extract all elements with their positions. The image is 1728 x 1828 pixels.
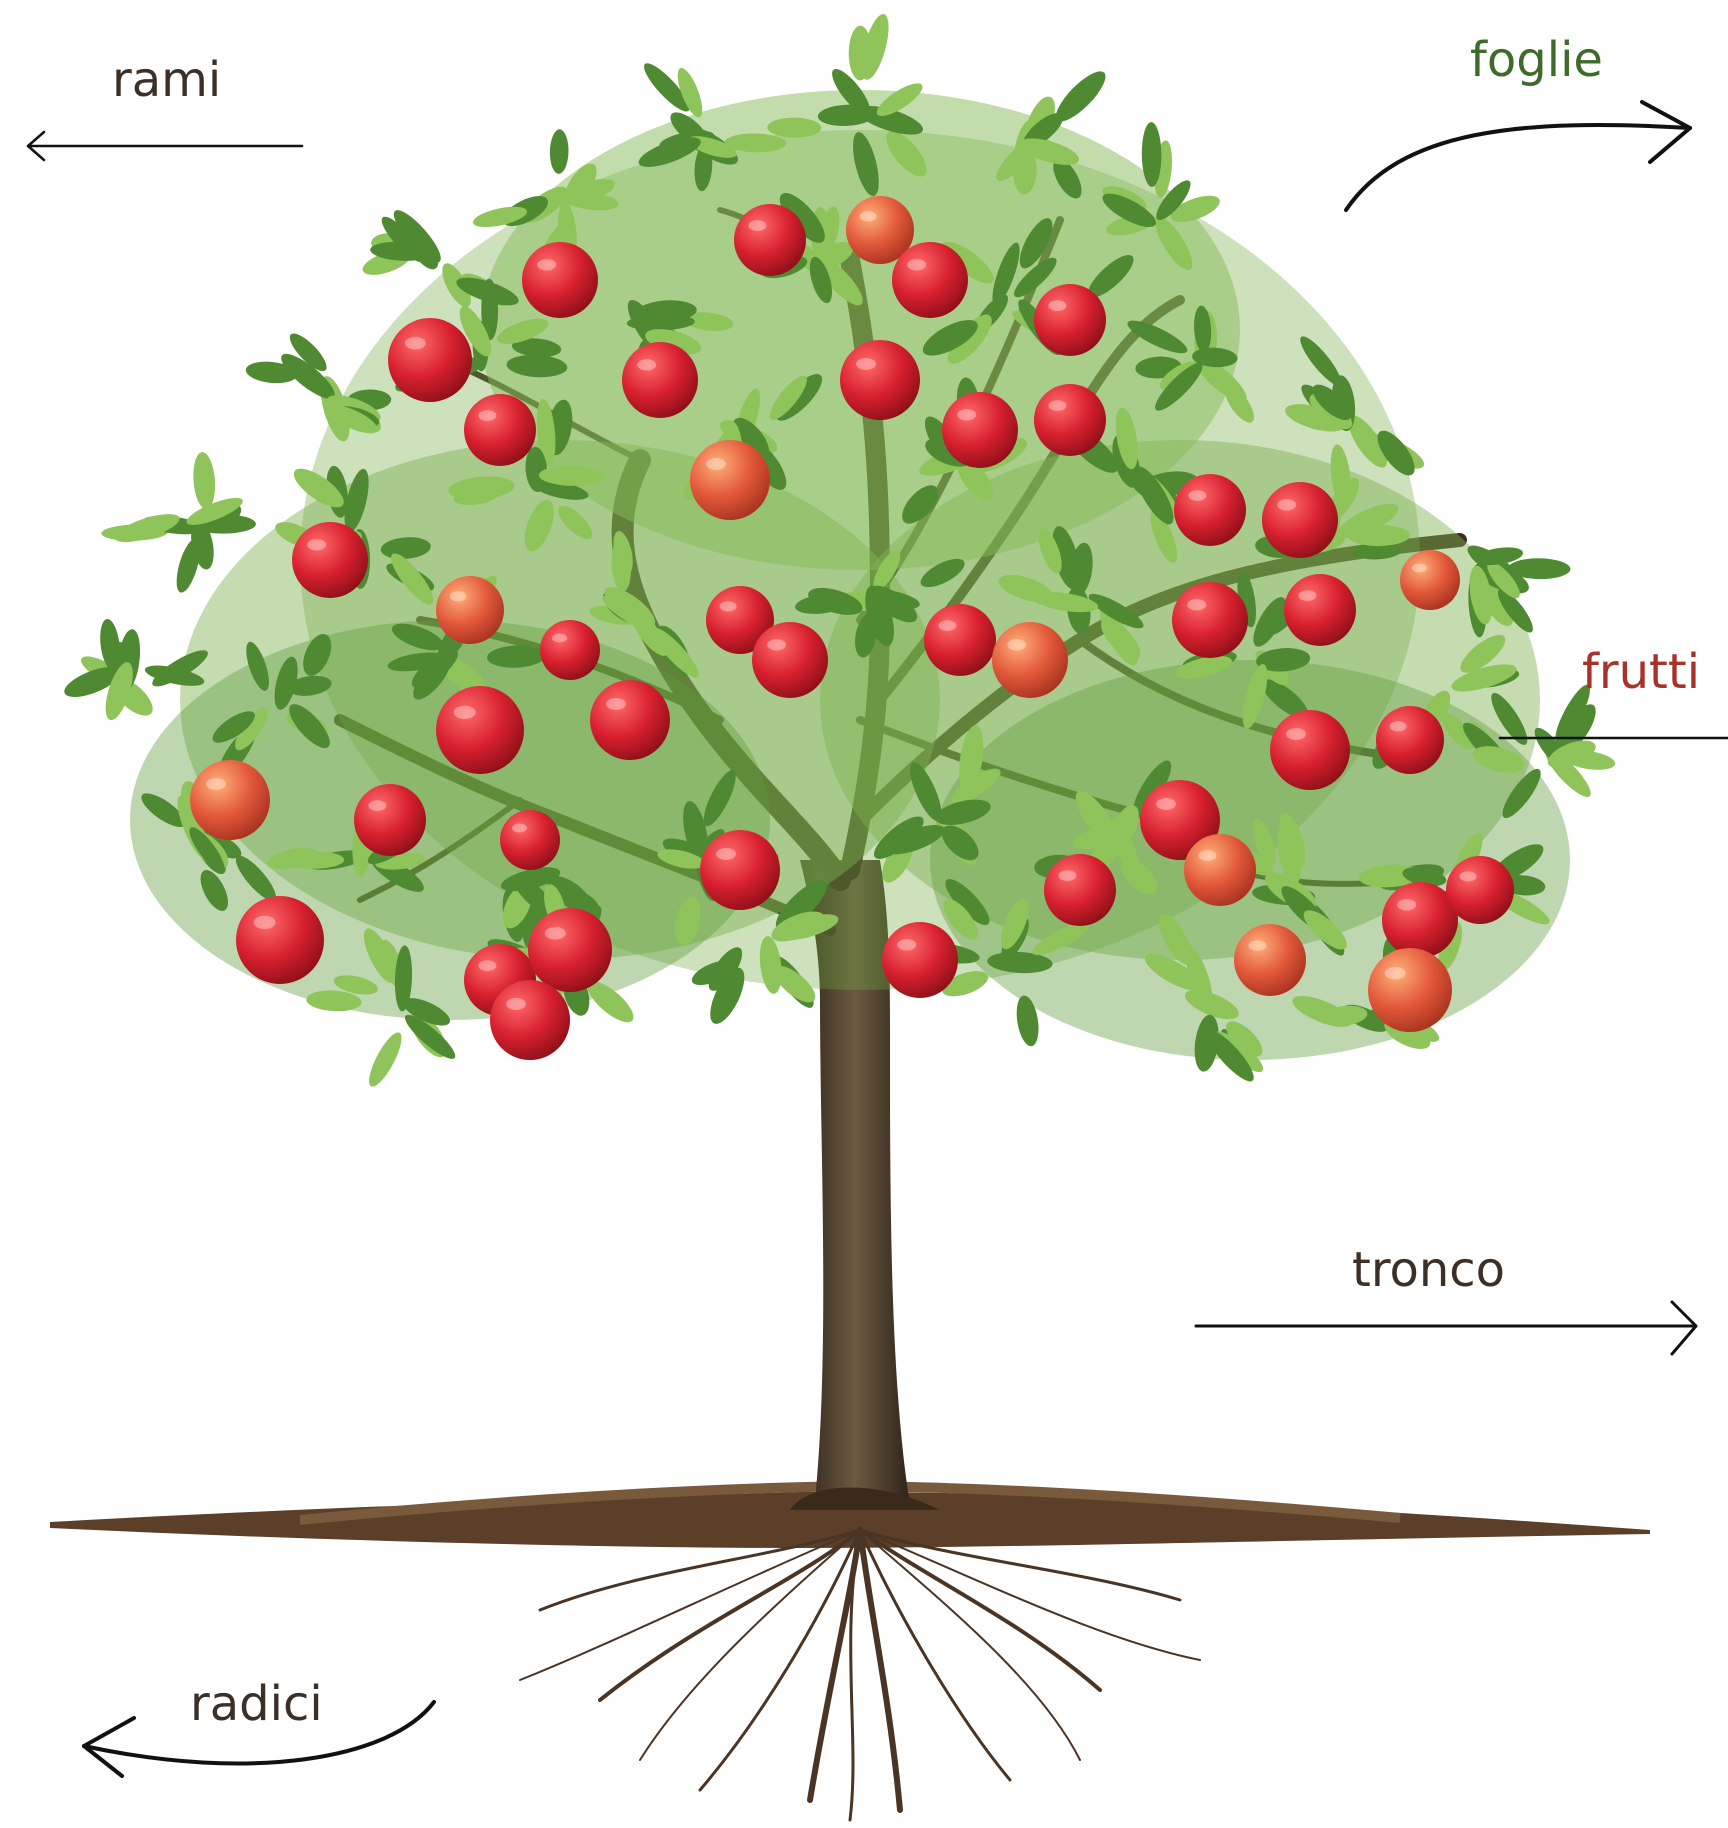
arrow-left-icon — [28, 132, 302, 160]
arrow-right-icon — [1196, 1302, 1696, 1354]
curved-arrow-right-icon — [1346, 102, 1690, 210]
curved-arrow-left-icon — [84, 1702, 434, 1776]
